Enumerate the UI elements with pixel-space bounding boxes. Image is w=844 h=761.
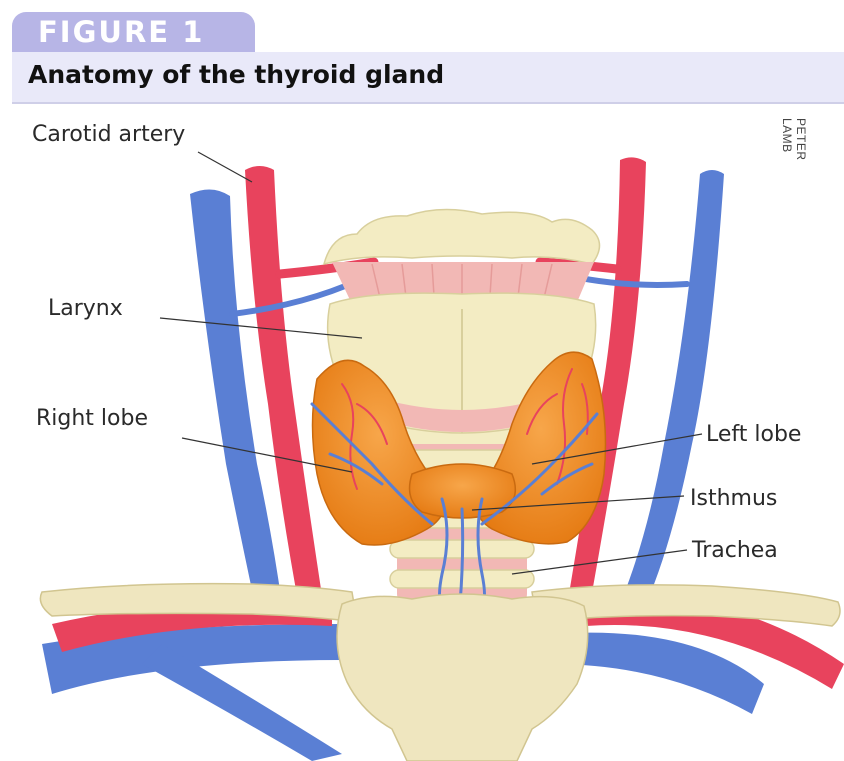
- sternum-manubrium: [337, 594, 588, 761]
- figure-tab: FIGURE 1: [12, 12, 255, 54]
- illustrator-credit: PETER LAMB: [780, 118, 808, 161]
- leader-carotid: [198, 152, 252, 182]
- label-left-lobe: Left lobe: [706, 422, 801, 447]
- figure-tab-label: FIGURE 1: [38, 15, 204, 49]
- label-isthmus: Isthmus: [690, 486, 777, 511]
- title-bar: Anatomy of the thyroid gland: [12, 52, 844, 104]
- label-right-lobe: Right lobe: [36, 406, 148, 431]
- anatomy-illustration: Carotid artery Larynx Right lobe Left lo…: [12, 104, 844, 761]
- label-trachea: Trachea: [692, 538, 778, 563]
- label-larynx: Larynx: [48, 296, 123, 321]
- label-carotid-artery: Carotid artery: [32, 122, 185, 147]
- figure-title: Anatomy of the thyroid gland: [28, 60, 444, 89]
- hyoid-bone: [324, 209, 600, 264]
